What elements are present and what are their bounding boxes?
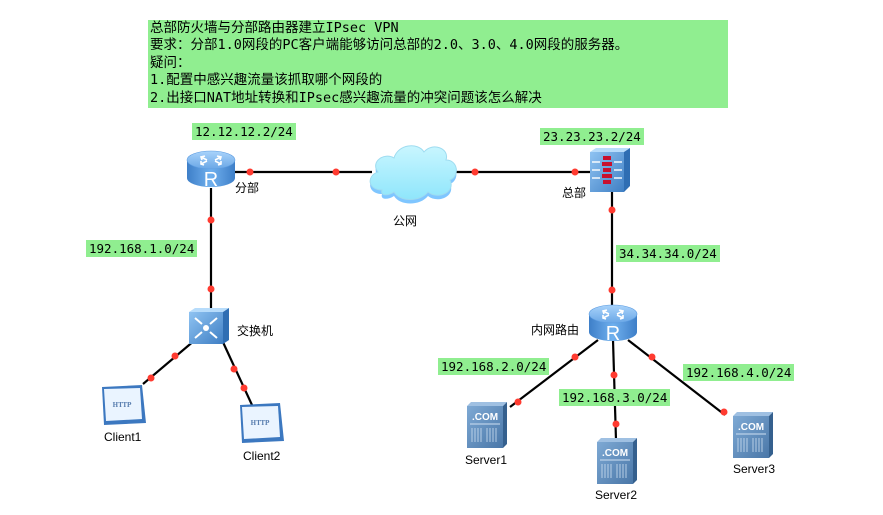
port-dot <box>720 408 728 416</box>
client1-icon[interactable]: HTTP <box>102 385 146 425</box>
question-notes: 总部防火墙与分部路由器建立IPsec VPN 要求：分部1.0网段的PC客户端能… <box>148 20 728 108</box>
server2-label: Server2 <box>595 488 638 502</box>
client1-badge: HTTP <box>113 402 132 409</box>
notes-line-4: 1.配置中感兴趣流量该抓取哪个网段的 <box>150 72 383 89</box>
client2-badge: HTTP <box>251 420 270 427</box>
hq-inner-network-label: 34.34.34.0/24 <box>616 245 720 262</box>
hq-wan-ip-label: 23.23.23.2/24 <box>540 128 644 145</box>
branch-lan-network-label: 192.168.1.0/24 <box>86 240 198 257</box>
port-dot <box>246 168 254 176</box>
notes-line-1: 总部防火墙与分部路由器建立IPsec VPN <box>150 20 399 36</box>
server2-network-label: 192.168.3.0/24 <box>559 389 671 406</box>
notes-line-3: 疑问： <box>150 54 191 71</box>
client2-icon[interactable]: HTTP <box>240 403 284 443</box>
hq-firewall-label: 总部 <box>562 186 587 200</box>
server1-badge: .COM <box>472 412 498 423</box>
port-dot <box>207 285 215 293</box>
switch-icon[interactable] <box>189 308 229 344</box>
port-dots <box>147 168 728 428</box>
port-dot <box>571 353 579 361</box>
port-dot <box>648 353 656 361</box>
switch-label: 交换机 <box>237 324 274 338</box>
port-dot <box>610 371 618 379</box>
svg-text:R: R <box>204 169 218 191</box>
port-dot <box>207 216 215 224</box>
server2-icon[interactable]: .COM <box>597 438 637 484</box>
svg-text:R: R <box>606 323 620 345</box>
link-inner-server1 <box>509 339 599 408</box>
link-inner-server3 <box>627 339 726 416</box>
inner-router-icon[interactable]: R <box>588 304 638 345</box>
client2-label: Client2 <box>243 449 281 463</box>
port-dot <box>514 398 522 406</box>
branch-router-label: 分部 <box>235 181 260 195</box>
notes-line-2: 要求：分部1.0网段的PC客户端能够访问总部的2.0、3.0、4.0网段的服务器… <box>150 37 629 54</box>
branch-wan-ip-label: 12.12.12.2/24 <box>192 123 296 140</box>
server1-network-label: 192.168.2.0/24 <box>438 358 550 375</box>
port-dot <box>171 352 179 360</box>
port-dot <box>147 374 155 382</box>
hq-firewall-icon[interactable] <box>590 148 630 192</box>
server3-icon[interactable]: .COM <box>733 412 773 458</box>
port-dot <box>332 168 340 176</box>
server3-label: Server3 <box>733 462 776 476</box>
link-switch-client2 <box>221 339 253 406</box>
inner-router-label: 内网路由 <box>531 323 580 337</box>
port-dot <box>471 168 479 176</box>
server3-network-label: 192.168.4.0/24 <box>683 364 795 381</box>
port-dot <box>612 420 620 428</box>
notes-line-5: 2.出接口NAT地址转换和IPsec感兴趣流量的冲突问题该怎么解决 <box>150 89 542 106</box>
port-dot <box>608 206 616 214</box>
port-dot <box>240 384 248 392</box>
server1-label: Server1 <box>465 453 508 467</box>
port-dot <box>230 365 238 373</box>
internet-label: 公网 <box>393 214 418 228</box>
port-dot <box>571 168 579 176</box>
server1-icon[interactable]: .COM <box>467 402 507 448</box>
server3-badge: .COM <box>738 422 764 433</box>
port-dot <box>608 286 616 294</box>
branch-router-icon[interactable]: R <box>186 150 236 191</box>
internet-cloud-icon[interactable] <box>369 145 457 204</box>
client1-label: Client1 <box>104 430 142 444</box>
server2-badge: .COM <box>602 448 628 459</box>
